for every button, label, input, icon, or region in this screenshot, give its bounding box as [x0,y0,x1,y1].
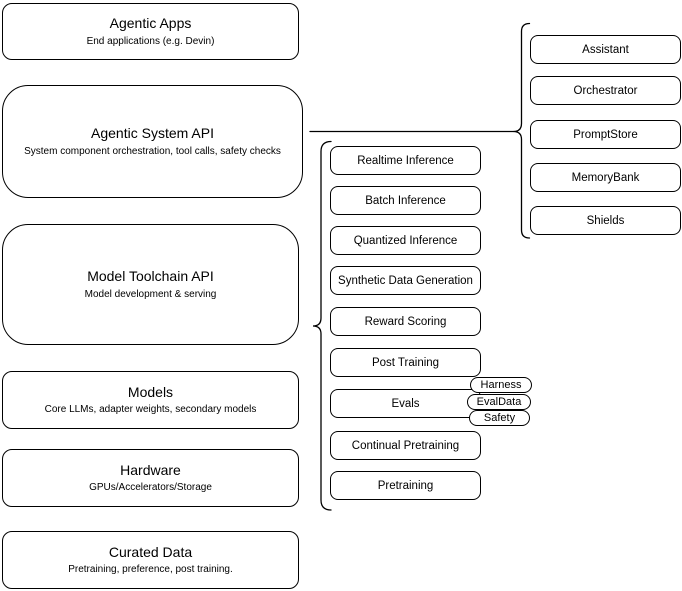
component-orchestrator: Orchestrator [530,76,681,105]
node-subtitle: System component orchestration, tool cal… [24,145,281,157]
node-subtitle: Core LLMs, adapter weights, secondary mo… [44,404,257,416]
toolchain-item-continual-pretraining: Continual Pretraining [330,431,481,460]
node-curated-data: Curated Data Pretraining, preference, po… [2,531,299,589]
toolchain-brace [312,140,332,511]
component-memorybank: MemoryBank [530,163,681,192]
toolchain-item-post-training: Post Training [330,348,481,377]
toolchain-item-quantized-inference: Quantized Inference [330,226,481,255]
eval-tag-harness: Harness [470,377,532,393]
eval-tag-evaldata: EvalData [467,394,531,410]
system-components-brace [513,22,531,239]
component-shields: Shields [530,206,681,235]
component-promptstore: PromptStore [530,120,681,149]
node-model-toolchain-api: Model Toolchain API Model development & … [2,224,299,345]
node-agentic-system-api: Agentic System API System component orch… [2,85,303,198]
node-models: Models Core LLMs, adapter weights, secon… [2,371,299,429]
toolchain-item-evals: Evals [330,389,481,418]
node-title: Hardware [120,461,181,478]
node-agentic-apps: Agentic Apps End applications (e.g. Devi… [2,3,299,60]
node-title: Curated Data [108,543,193,560]
node-title: Agentic Apps [109,15,192,32]
node-subtitle: Model development & serving [84,288,217,300]
eval-tag-safety: Safety [469,410,530,426]
node-hardware: Hardware GPUs/Accelerators/Storage [2,449,299,507]
node-subtitle: Pretraining, preference, post training. [68,564,233,576]
component-assistant: Assistant [530,35,681,64]
toolchain-item-realtime-inference: Realtime Inference [330,146,481,175]
node-subtitle: End applications (e.g. Devin) [86,35,215,47]
node-title: Models [127,383,174,400]
node-title: Model Toolchain API [87,268,214,285]
node-title: Agentic System API [91,125,214,142]
toolchain-item-synthetic-data-generation: Synthetic Data Generation [330,266,481,295]
toolchain-item-batch-inference: Batch Inference [330,186,481,215]
node-subtitle: GPUs/Accelerators/Storage [89,482,212,494]
toolchain-item-pretraining: Pretraining [330,471,481,500]
toolchain-item-reward-scoring: Reward Scoring [330,307,481,336]
